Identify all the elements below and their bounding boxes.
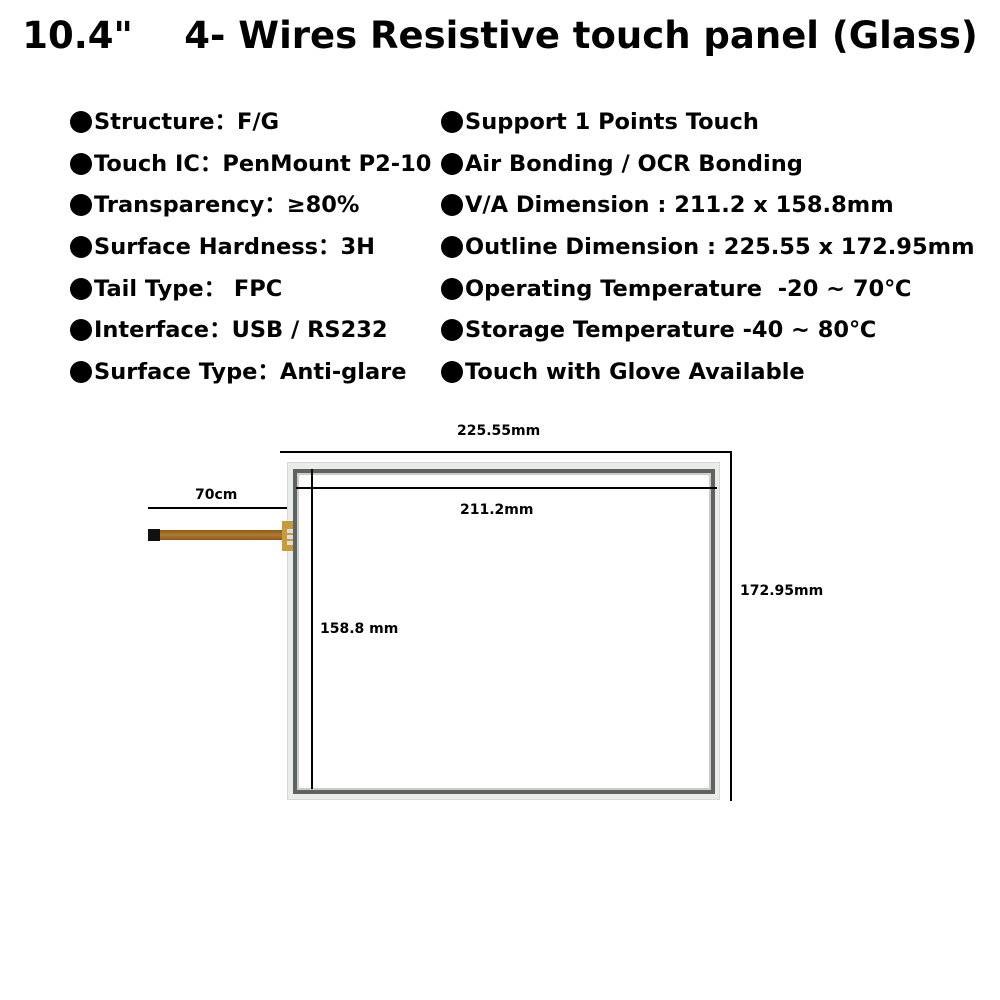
bullet-icon [70,194,92,217]
spec-text: Tail Type： FPC [94,275,283,302]
touch-panel-glass [287,462,720,800]
spec-text: Touch with Glove Available [465,358,805,385]
spec-text: Transparency：≥80% [94,192,360,219]
bullet-icon [441,194,463,217]
spec-item: Interface：USB / RS232 [70,309,431,351]
spec-item: V/A Dimension : 211.2 x 158.8mm [441,184,975,226]
bullet-icon [441,110,463,133]
spec-text: V/A Dimension : 211.2 x 158.8mm [465,192,894,219]
spec-item: Touch with Glove Available [441,351,975,393]
va-height-line [311,469,313,789]
outline-width-line [280,451,732,453]
panel-electrode-border [293,469,715,794]
bullet-icon [441,277,463,300]
spec-text: Storage Temperature -40 ~ 80℃ [465,317,877,344]
bullet-icon [441,360,463,383]
va-height-label: 158.8 mm [320,621,399,637]
tail-length-label: 70cm [195,487,238,503]
spec-item: Support 1 Points Touch [441,101,975,143]
spec-item: Structure：F/G [70,101,431,143]
spec-text: Touch IC：PenMount P2-10 [94,150,432,177]
spec-item: Tail Type： FPC [70,268,431,310]
tail-length-line [148,507,287,509]
spec-text: Operating Temperature -20 ~ 70℃ [465,275,912,302]
va-width-line [296,487,717,489]
bullet-icon [70,235,92,258]
spec-list-right: Support 1 Points Touch Air Bonding / OCR… [441,101,975,393]
bullet-icon [441,319,463,342]
spec-text: Outline Dimension : 225.55 x 172.95mm [465,233,975,260]
spec-text: Interface：USB / RS232 [94,317,388,344]
outline-height-line [730,451,732,801]
spec-item: Operating Temperature -20 ~ 70℃ [441,268,975,310]
fpc-tail [148,530,284,540]
spec-text: Surface Hardness：3H [94,233,375,260]
spec-item: Surface Hardness：3H [70,226,431,268]
spec-item: Air Bonding / OCR Bonding [441,143,975,185]
fpc-connector [282,521,293,551]
spec-item: Touch IC：PenMount P2-10 [70,143,431,185]
outline-height-label: 172.95mm [740,583,824,599]
spec-text: Surface Type：Anti-glare [94,358,407,385]
spec-list-left: Structure：F/G Touch IC：PenMount P2-10 Tr… [70,101,431,393]
spec-item: Storage Temperature -40 ~ 80℃ [441,309,975,351]
bullet-icon [441,152,463,175]
spec-text: Structure：F/G [94,108,280,135]
spec-item: Surface Type：Anti-glare [70,351,431,393]
fpc-tail-end [148,529,160,541]
spec-item: Transparency：≥80% [70,184,431,226]
spec-text: Support 1 Points Touch [465,108,759,135]
spec-item: Outline Dimension : 225.55 x 172.95mm [441,226,975,268]
bullet-icon [441,235,463,258]
bullet-icon [70,319,92,342]
page-title: 10.4" 4- Wires Resistive touch panel (Gl… [22,14,978,57]
va-width-label: 211.2mm [460,502,534,518]
bullet-icon [70,360,92,383]
spec-text: Air Bonding / OCR Bonding [465,150,803,177]
bullet-icon [70,152,92,175]
bullet-icon [70,277,92,300]
outline-width-label: 225.55mm [457,423,541,439]
bullet-icon [70,110,92,133]
